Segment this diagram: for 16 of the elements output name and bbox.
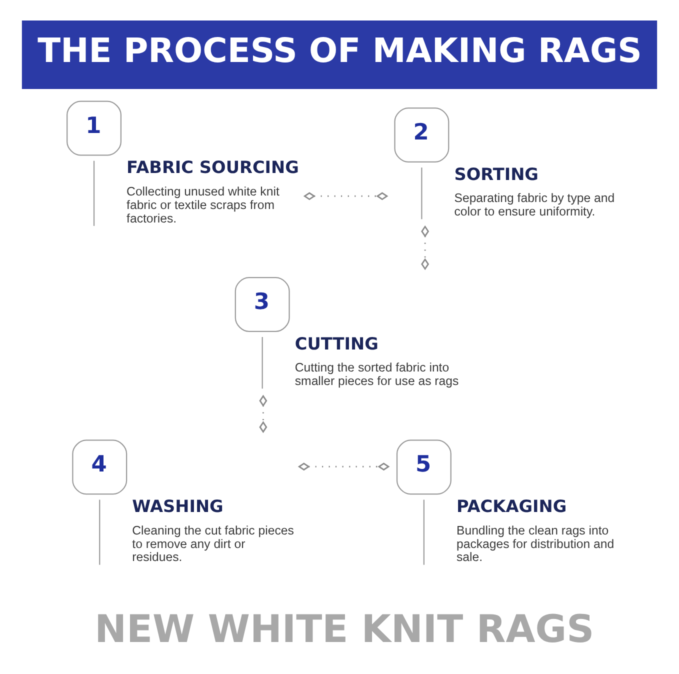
node-label: PACKAGING [456, 496, 567, 516]
node-label: FABRIC SOURCING [126, 157, 299, 178]
connector [421, 225, 430, 270]
diagram-title: THE PROCESS OF MAKING RAGS [38, 31, 642, 70]
node-label: WASHING [132, 496, 224, 516]
node-label: Cutting the sorted fabric into smaller pieces for use as rags [294, 360, 459, 388]
node-label: Cleaning the cut fabric pieces to remove any dirt or residues. [132, 523, 294, 564]
node-label: Bundling the clean rags into packages for distribution and sale. [456, 523, 614, 564]
node-label: SORTING [454, 164, 539, 184]
node-label: CUTTING [294, 333, 378, 354]
connector [259, 394, 268, 434]
connector [298, 462, 390, 471]
node-label: Collecting unused white knit fabric or textile scraps from factories. [126, 184, 280, 226]
label: NEW WHITE KNIT RAGS [94, 606, 594, 651]
connector [303, 192, 388, 200]
node-label: Separating fabric by type and color to ensure uniformity. [454, 191, 615, 219]
